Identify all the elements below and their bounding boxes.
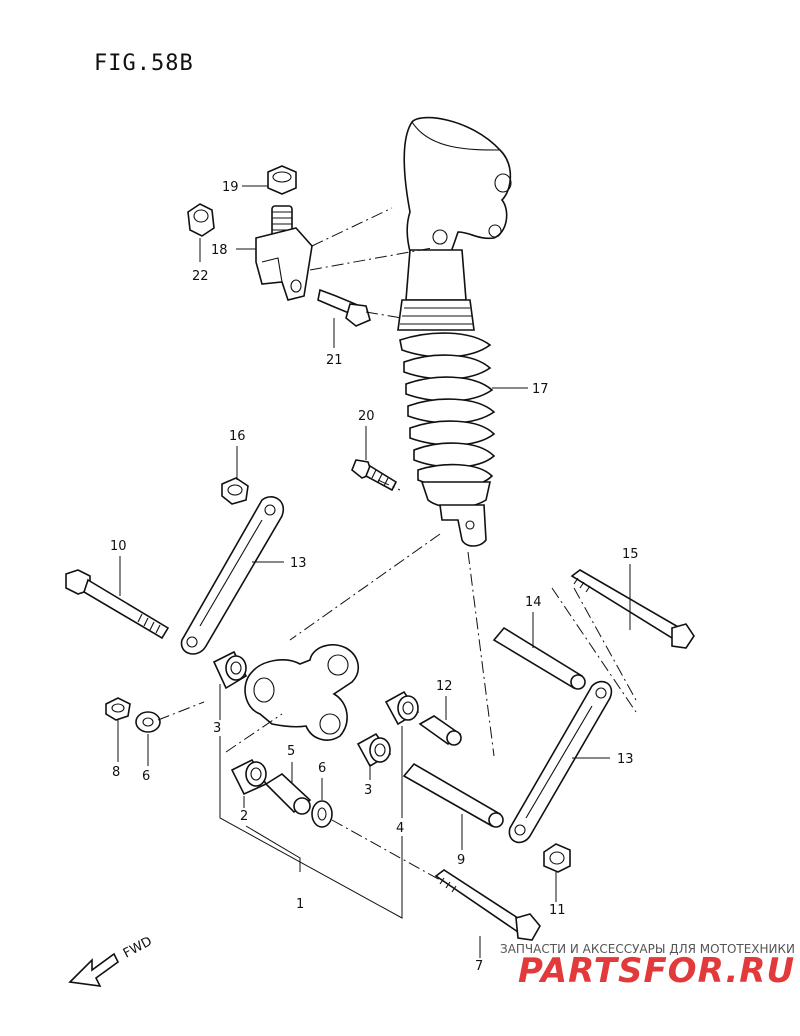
nut-8[interactable]: [105, 697, 131, 721]
label-14: 14: [525, 595, 542, 610]
label-10: 10: [110, 539, 127, 554]
bolt-10[interactable]: [65, 569, 170, 640]
label-12: 12: [436, 679, 453, 694]
label-2: 2: [240, 809, 248, 824]
shock-absorber[interactable]: [397, 116, 512, 547]
spacer-14[interactable]: [492, 626, 586, 690]
bushing-3-right[interactable]: [356, 732, 392, 768]
label-7: 7: [475, 959, 483, 974]
watermark-brand-logo: PARTSFOR.RU: [518, 951, 795, 991]
label-6a: 6: [142, 769, 150, 784]
spacer-9[interactable]: [402, 762, 504, 828]
nut-16[interactable]: [221, 477, 249, 505]
label-1: 1: [296, 897, 304, 912]
label-11: 11: [549, 903, 566, 918]
cushion-lever[interactable]: [244, 644, 359, 741]
label-17: 17: [532, 382, 549, 397]
bolt-7[interactable]: [434, 869, 541, 941]
nut-22[interactable]: [187, 203, 215, 237]
watermark: ЗАПЧАСТИ И АКСЕССУАРЫ ДЛЯ МОТОТЕХНИКИ PA…: [500, 942, 795, 991]
label-20: 20: [358, 409, 375, 424]
nut-19[interactable]: [267, 165, 297, 195]
spacer-12[interactable]: [418, 715, 462, 746]
label-13b: 13: [617, 752, 634, 767]
watermark-tagline: ЗАПЧАСТИ И АКСЕССУАРЫ ДЛЯ МОТОТЕХНИКИ: [500, 942, 795, 956]
washer-6-right[interactable]: [311, 800, 333, 828]
washer-6-left[interactable]: [135, 711, 161, 733]
tie-rod-right[interactable]: [508, 680, 613, 844]
label-3a: 3: [213, 721, 221, 736]
label-22: 22: [192, 269, 209, 284]
label-4: 4: [396, 821, 404, 836]
label-15: 15: [622, 547, 639, 562]
label-8: 8: [112, 765, 120, 780]
bushing-3-left[interactable]: [212, 650, 248, 690]
fwd-label: FWD: [121, 934, 155, 961]
figure-title: FIG.58B: [94, 51, 194, 76]
fwd-arrow-icon: [68, 952, 120, 987]
forward-direction-indicator: FWD: [68, 934, 155, 987]
label-19: 19: [222, 180, 239, 195]
bushing-2[interactable]: [230, 758, 268, 796]
label-6b: 6: [318, 761, 326, 776]
label-3b: 3: [364, 783, 372, 798]
nut-11[interactable]: [543, 843, 571, 873]
label-16: 16: [229, 429, 246, 444]
tie-rod-left[interactable]: [180, 496, 285, 655]
bolt-21[interactable]: [317, 288, 371, 327]
spacer-5[interactable]: [264, 772, 312, 815]
label-21: 21: [326, 353, 343, 368]
label-9: 9: [457, 853, 465, 868]
label-5: 5: [287, 744, 295, 759]
bushing-4[interactable]: [384, 690, 420, 726]
label-18: 18: [211, 243, 228, 258]
label-13a: 13: [290, 556, 307, 571]
bolt-20[interactable]: [351, 459, 398, 492]
bolt-15[interactable]: [570, 569, 695, 649]
upper-bracket[interactable]: [255, 205, 313, 301]
